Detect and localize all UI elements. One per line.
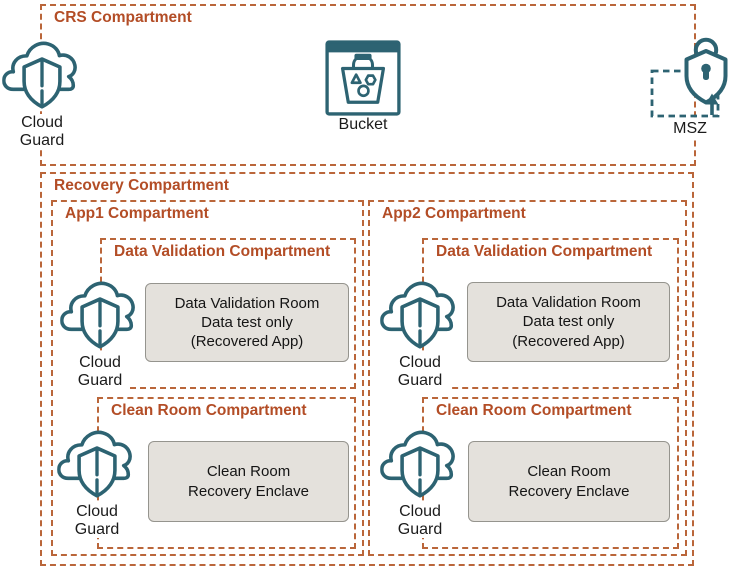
crs-cloud-guard: Cloud Guard — [0, 30, 84, 150]
app2-clean-room-label: Clean Room Compartment — [436, 402, 632, 419]
app1-compartment: App1 Compartment — [51, 200, 364, 556]
msz-label: MSZ — [672, 120, 708, 138]
panel-line: Clean Room — [206, 463, 291, 481]
panel-line: Data Validation Room — [496, 294, 641, 312]
panel-line: Recovery Enclave — [508, 482, 630, 500]
app1-compartment-label: App1 Compartment — [65, 205, 209, 222]
app1-clean-room-cloud-guard: Cloud Guard — [55, 419, 139, 539]
cloud-guard-label: Cloud Guard — [67, 503, 127, 539]
crs-msz: MSZ — [650, 36, 730, 138]
app2-compartment: App2 Compartment — [368, 200, 687, 556]
bucket-icon — [325, 40, 401, 116]
app2-data-validation-label: Data Validation Compartment — [436, 243, 653, 260]
crs-compartment-label: CRS Compartment — [54, 9, 192, 26]
cloud-guard-icon — [60, 270, 140, 352]
panel-line: Data test only — [201, 313, 293, 331]
app2-compartment-label: App2 Compartment — [382, 205, 526, 222]
bucket-label: Bucket — [337, 116, 389, 134]
app1-clean-room-label: Clean Room Compartment — [111, 402, 307, 419]
cloud-guard-icon — [380, 270, 460, 352]
app1-data-validation-cloud-guard: Cloud Guard — [58, 270, 142, 390]
panel-line: Data Validation Room — [174, 294, 320, 312]
app2-data-validation-room-panel: Data Validation Room Data test only (Rec… — [467, 282, 670, 362]
cloud-guard-label: Cloud Guard — [70, 354, 130, 390]
app1-clean-room-enclave-panel: Clean Room Recovery Enclave — [148, 441, 349, 522]
panel-line: Clean Room — [527, 463, 611, 481]
panel-line: Recovery Enclave — [188, 482, 309, 500]
recovery-compartment: Recovery Compartment — [40, 172, 694, 566]
app1-data-validation-room-panel: Data Validation Room Data test only (Rec… — [145, 283, 349, 362]
cloud-guard-icon — [2, 30, 82, 112]
crs-bucket: Bucket — [324, 40, 402, 134]
cloud-guard-label: Cloud Guard — [390, 354, 450, 390]
cloud-guard-icon — [380, 419, 460, 501]
cloud-guard-label: Cloud Guard — [390, 503, 450, 539]
msz-icon — [650, 37, 728, 118]
cloud-guard-icon — [57, 419, 137, 501]
panel-line: (Recovered App) — [512, 332, 625, 350]
panel-line: (Recovered App) — [190, 333, 304, 351]
app1-data-validation-label: Data Validation Compartment — [114, 243, 331, 260]
app2-clean-room-cloud-guard: Cloud Guard — [378, 419, 462, 539]
app2-data-validation-cloud-guard: Cloud Guard — [378, 270, 462, 390]
panel-line: Data test only — [522, 313, 615, 331]
app2-clean-room-enclave-panel: Clean Room Recovery Enclave — [468, 441, 670, 522]
recovery-compartment-label: Recovery Compartment — [54, 177, 229, 194]
cloud-guard-label: Cloud Guard — [12, 114, 72, 150]
